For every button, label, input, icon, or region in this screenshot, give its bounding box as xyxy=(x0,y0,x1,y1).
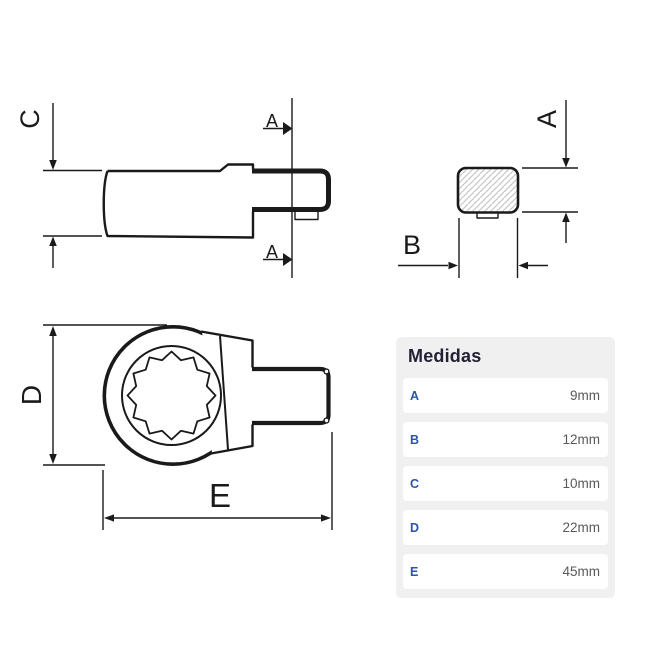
measurements-panel: Medidas A 9mm B 12mm C 10mm D 22mm E 45m… xyxy=(396,337,615,598)
dimension-a xyxy=(522,100,578,243)
measure-label: A xyxy=(410,388,420,403)
dimension-b xyxy=(398,218,548,278)
measure-label: B xyxy=(410,432,420,447)
measure-label: E xyxy=(410,564,419,579)
measurement-row: D 22mm xyxy=(403,510,608,545)
cross-section-view xyxy=(398,100,578,278)
dim-label-e: E xyxy=(208,477,231,514)
ring-front-view xyxy=(43,324,333,530)
measure-value: 9mm xyxy=(570,388,600,403)
section-label-a-top: A xyxy=(265,111,278,131)
measure-label: D xyxy=(410,520,420,535)
measurement-row: C 10mm xyxy=(403,466,608,501)
measurements-title: Medidas xyxy=(408,346,482,366)
measurements-rows: A 9mm B 12mm C 10mm D 22mm E 45mm xyxy=(403,378,608,598)
dimension-c xyxy=(43,103,102,268)
dim-label-d: D xyxy=(16,384,47,406)
dimension-d xyxy=(43,324,167,466)
measure-value: 12mm xyxy=(562,432,600,447)
measure-value: 22mm xyxy=(562,520,600,535)
measurement-row: B 12mm xyxy=(403,422,608,457)
measure-label: C xyxy=(410,476,420,491)
section-label-a-bottom: A xyxy=(265,242,278,262)
measure-value: 10mm xyxy=(562,476,600,491)
dim-label-c: C xyxy=(15,109,45,129)
dimension-e xyxy=(102,432,333,530)
side-view xyxy=(43,98,331,278)
dim-label-b: B xyxy=(402,230,421,260)
measurement-row: E 45mm xyxy=(403,554,608,589)
measure-value: 45mm xyxy=(562,564,600,579)
measurement-row: A 9mm xyxy=(403,378,608,413)
dim-label-a: A xyxy=(532,110,562,129)
